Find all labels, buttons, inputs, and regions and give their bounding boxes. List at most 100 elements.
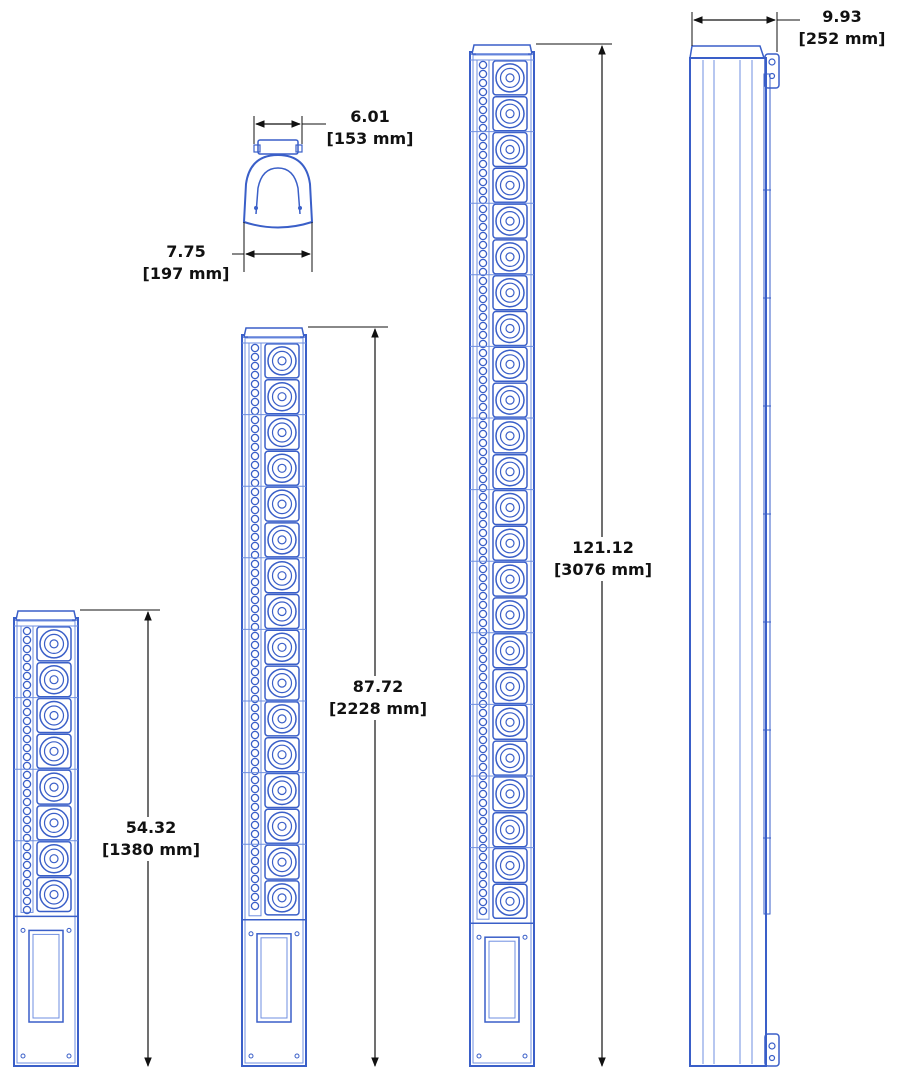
tweeter-element: [250, 424, 260, 434]
tweeter-element: [478, 897, 488, 907]
tweeter-element: [250, 370, 260, 380]
woofer-dustcap: [49, 889, 59, 900]
top-outer-width-mm: [197 mm]: [142, 264, 230, 283]
tweeter-element: [250, 514, 260, 524]
tweeter-element: [478, 726, 488, 736]
woofer-cone: [267, 883, 297, 913]
top-view-outline: [242, 139, 314, 229]
woofer-surround: [271, 601, 293, 622]
side-depth-inches: 9.93: [822, 7, 862, 26]
tweeter-element: [22, 725, 32, 735]
tweeter-element: [250, 406, 260, 416]
tweeter-element: [22, 869, 32, 879]
tweeter-element: [478, 276, 488, 286]
woofer-surround: [499, 533, 521, 554]
tweeter-element: [22, 815, 32, 825]
tweeter-element: [250, 604, 260, 614]
bottom-bracket: [764, 1033, 780, 1067]
woofer-cone: [267, 632, 297, 663]
handle-inner: [260, 937, 288, 1019]
woofer-frame: [492, 811, 528, 848]
tall-height-inches: 121.12: [572, 538, 634, 557]
tweeter-element: [250, 685, 260, 695]
tweeter-element: [250, 523, 260, 533]
tweeter-element: [250, 505, 260, 515]
woofer-surround: [271, 780, 293, 801]
screw: [522, 934, 528, 940]
woofer-frame: [492, 883, 528, 920]
woofer-surround: [499, 819, 521, 840]
woofer-cone: [39, 664, 69, 695]
woofer-dustcap: [505, 323, 515, 334]
tweeter-element: [478, 375, 488, 385]
woofer-frame: [492, 561, 528, 597]
tweeter-element: [478, 582, 488, 592]
woofer-surround: [43, 776, 65, 798]
woofer-frame: [492, 418, 528, 454]
woofer-dustcap: [277, 499, 287, 509]
column-top-cap: [15, 610, 77, 621]
tweeter-element: [22, 734, 32, 744]
tweeter-element: [478, 447, 488, 457]
woofer-cone: [267, 739, 297, 770]
tweeter-element: [478, 852, 488, 862]
woofer-surround: [499, 604, 521, 626]
woofer-cone: [39, 772, 69, 802]
tweeter-element: [478, 357, 488, 367]
tweeter-element: [478, 69, 488, 79]
woofer-dustcap: [277, 535, 287, 545]
tweeter-element: [250, 415, 260, 425]
tweeter-element: [250, 649, 260, 659]
woofer-dustcap: [277, 606, 287, 617]
tweeter-element: [250, 730, 260, 740]
tweeter-element: [478, 213, 488, 223]
woofer-surround: [271, 708, 293, 730]
screw: [294, 1053, 300, 1059]
side-enclosure: [689, 57, 767, 1067]
woofer-dustcap: [505, 825, 515, 835]
woofer-frame: [264, 378, 300, 415]
woofer-cone: [495, 206, 525, 236]
tweeter-element: [250, 658, 260, 668]
tweeter-element: [478, 654, 488, 664]
tweeter-element: [250, 667, 260, 677]
bracket-pin: [768, 1054, 776, 1062]
tweeter-element: [22, 680, 32, 690]
tweeter-element: [250, 595, 260, 605]
woofer-dustcap: [505, 109, 515, 119]
tweeter-element: [250, 433, 260, 443]
short-column: [13, 610, 79, 1067]
tweeter-element: [250, 631, 260, 641]
tweeter-element: [250, 379, 260, 389]
woofer-dustcap: [505, 717, 515, 727]
tweeter-element: [478, 807, 488, 817]
woofer-dustcap: [277, 750, 287, 760]
tweeter-element: [250, 874, 260, 884]
woofer-dustcap: [505, 180, 515, 190]
tweeter-element: [478, 114, 488, 124]
woofer-dustcap: [277, 571, 287, 581]
woofer-surround: [43, 884, 65, 905]
medium-height-label: 87.72 [2228 mm]: [315, 676, 441, 720]
tweeter-element: [250, 388, 260, 398]
woofer-cone: [495, 63, 525, 93]
tweeter-element: [478, 411, 488, 421]
medium-height-inches: 87.72: [352, 677, 404, 696]
woofer-frame: [264, 629, 300, 666]
tweeter-element: [478, 510, 488, 520]
tweeter-element: [22, 779, 32, 789]
woofer-surround: [499, 676, 521, 697]
tweeter-element: [250, 451, 260, 461]
woofer-frame: [264, 414, 300, 451]
woofer-frame: [264, 486, 300, 522]
tweeter-element: [250, 469, 260, 479]
tweeter-element: [250, 901, 260, 911]
tweeter-element: [478, 96, 488, 106]
tweeter-element: [478, 528, 488, 538]
woofer-cone: [39, 629, 69, 659]
woofer-cone: [495, 313, 525, 344]
top-outer-width-inches: 7.75: [166, 242, 206, 261]
woofer-frame: [492, 525, 528, 562]
screw: [66, 927, 72, 933]
column-top-cap: [243, 327, 305, 338]
